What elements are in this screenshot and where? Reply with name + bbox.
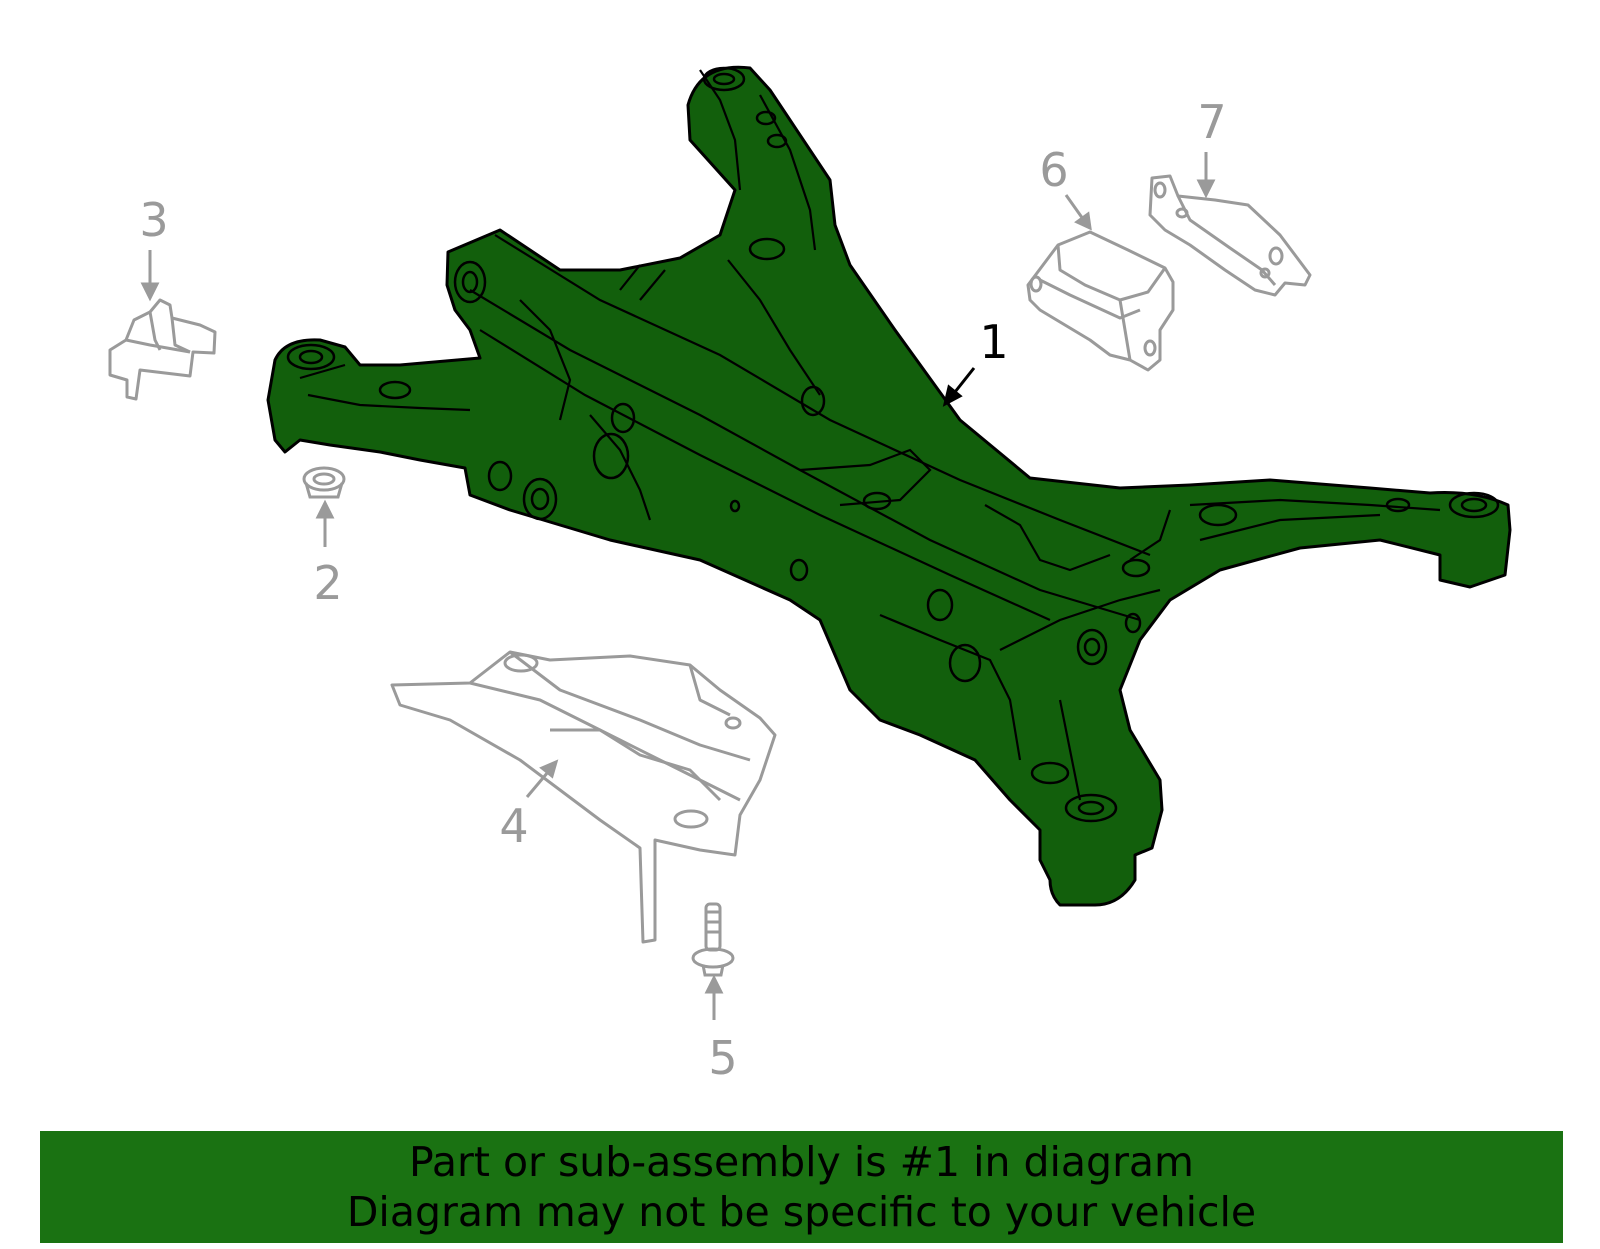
part-4-shield[interactable] (390, 650, 777, 944)
callout-4-arrow (525, 759, 559, 798)
callout-2-arrow (315, 499, 335, 547)
callout-4-label: 4 (499, 799, 528, 853)
part-1-subframe[interactable] (266, 65, 1512, 907)
callout-1-arrow (942, 367, 976, 407)
callout-7-arrow (1196, 152, 1216, 199)
callout-3-label: 3 (139, 193, 168, 247)
part-1-holes (286, 66, 1500, 823)
part-6-mount[interactable] (1026, 230, 1175, 372)
banner-line-part-number: Part or sub-assembly is #1 in diagram (409, 1138, 1194, 1186)
callout-3-arrow (140, 250, 160, 302)
callout-7-label: 7 (1197, 95, 1226, 149)
banner-line-disclaimer: Diagram may not be specific to your vehi… (346, 1188, 1257, 1236)
callout-6-arrow (1064, 194, 1092, 231)
callout-2-label: 2 (313, 556, 342, 610)
callout-1-label: 1 (979, 315, 1008, 369)
info-banner: Part or sub-assembly is #1 in diagram Di… (40, 1131, 1563, 1243)
callout-5-label: 5 (708, 1031, 737, 1085)
part-3-bracket[interactable] (108, 298, 217, 401)
part-1-detail-lines (299, 69, 1441, 801)
callout-6-label: 6 (1039, 143, 1068, 197)
callout-5-arrow (704, 974, 724, 1020)
part-2-nut[interactable] (302, 466, 346, 499)
parts-diagram: 1 2 3 4 5 6 7 (108, 65, 1512, 1085)
part-7-bracket[interactable] (1148, 174, 1312, 297)
part-5-bolt[interactable] (691, 902, 735, 977)
